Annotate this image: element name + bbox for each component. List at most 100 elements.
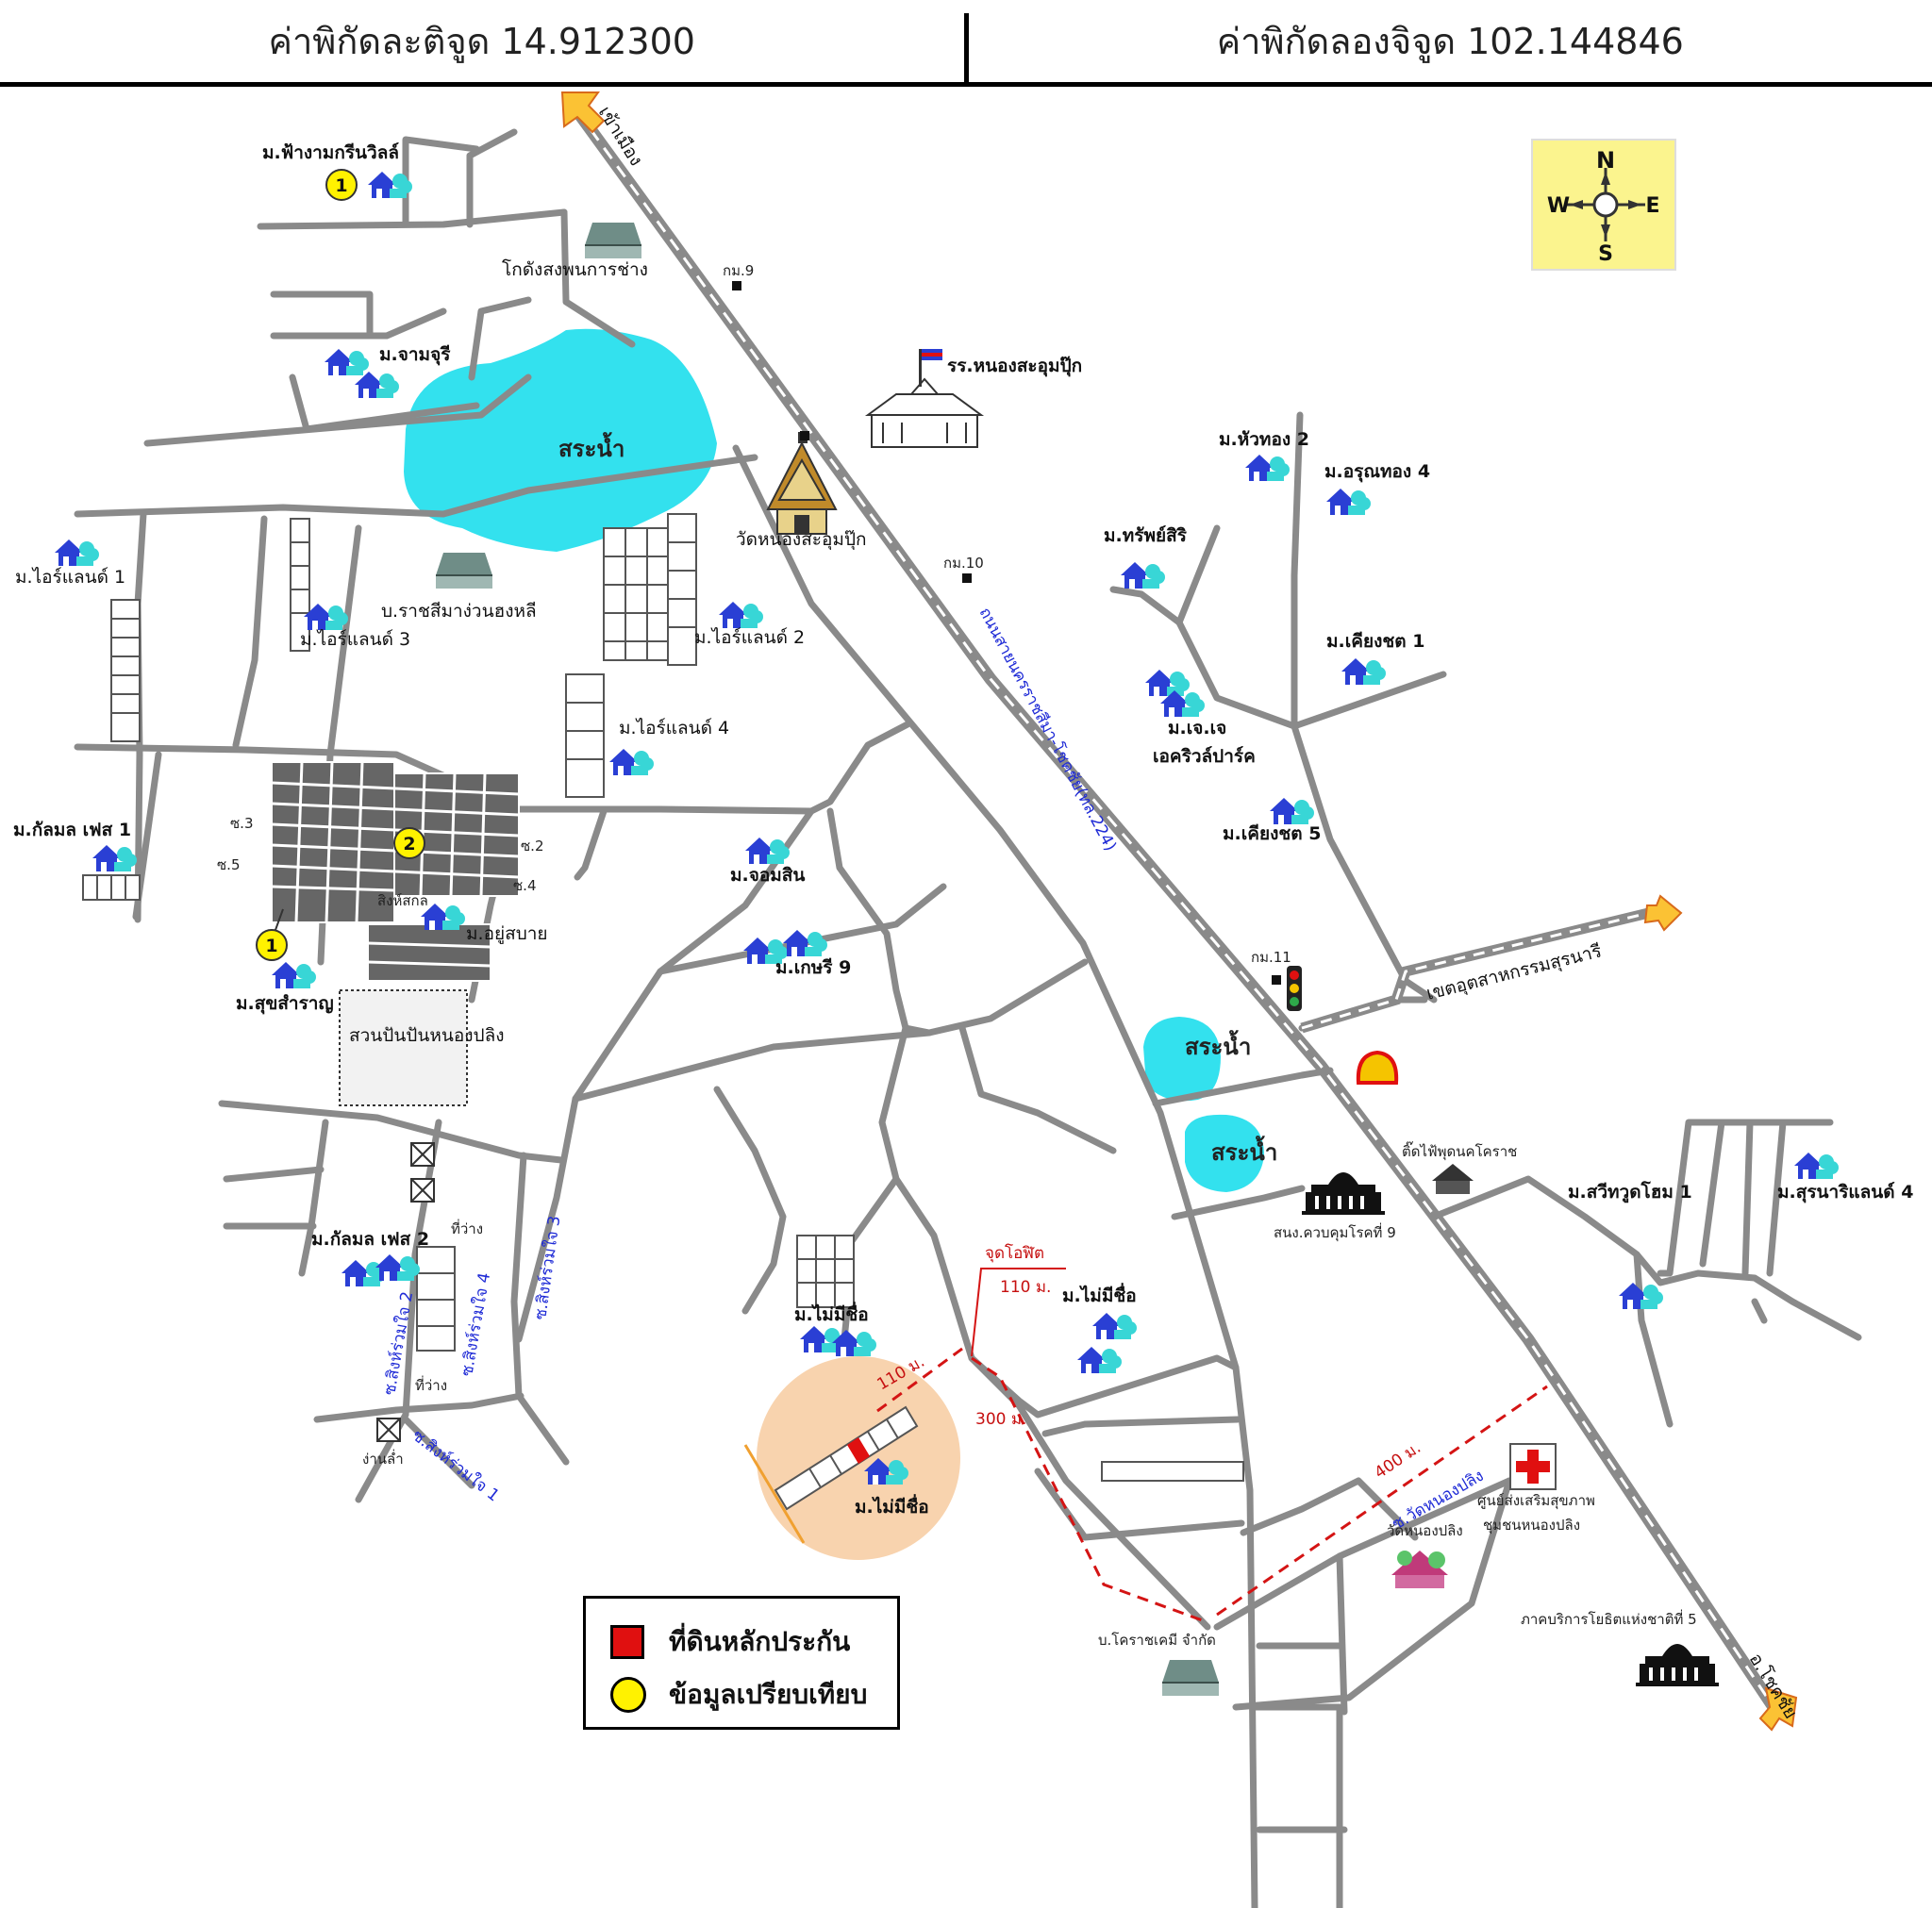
label-ratchasima: บ.ราชสีมาง่วนฮงหลี — [381, 601, 537, 622]
label-kittichot5: ม.เคียงชต 5 — [1223, 823, 1321, 844]
comparison-marker-1a: 1 — [325, 169, 358, 201]
label-sapsiri: ม.ทรัพย์สิริ — [1104, 525, 1188, 546]
label-yu-sabai: ม.อยู่สบาย — [466, 923, 548, 944]
arrow-industrial — [1643, 894, 1683, 932]
label-tudfah: ติ๊ดไฟ้พุดนคโคราช — [1402, 1141, 1517, 1161]
collateral-swatch — [610, 1625, 644, 1659]
comparison-marker-2: 2 — [393, 827, 425, 859]
svg-text:S: S — [1598, 242, 1613, 266]
label-park: สวนปันปันหนองปลิง — [349, 1025, 505, 1046]
wat-nongpling-icon — [1391, 1551, 1448, 1588]
label-hospital: สนง.ควบคุมโรคที่ 9 — [1274, 1222, 1396, 1242]
label-huathong2: ม.หัวทอง 2 — [1219, 429, 1309, 450]
header-divider — [963, 13, 969, 87]
arrow-to-chokchai — [1758, 1686, 1798, 1732]
label-health-center: ศูนย์ส่งเสริมสุขภาพ — [1477, 1492, 1595, 1510]
longitude-label: ค่าพิกัดลองจิจูด 102.144846 — [1216, 21, 1684, 62]
label-main-highway: ถนนสายนครราชสีมา-โชคชัย(ทล.224) — [975, 604, 1121, 854]
industrial-road — [1300, 904, 1662, 1034]
location-map: 1 2 1 N S W E ม.ฟ้างามกรีนวิลล์ โกดังสงพ… — [13, 91, 1913, 1908]
label-km11: กม.11 — [1251, 949, 1291, 966]
label-kasem2: ม.กัลมล เฟส 2 — [311, 1229, 429, 1250]
label-soi1-road: ซ.สิงห์ร่วมใจ 1 — [408, 1425, 504, 1505]
shell-station-icon — [1356, 1050, 1399, 1085]
svg-text:2: 2 — [403, 834, 415, 854]
label-iland2: ม.ไอร์แลนด์ 2 — [694, 627, 805, 648]
label-pond2: สระน้ำ — [1185, 1029, 1251, 1060]
label-kasem9: ม.เกษรี 9 — [775, 957, 851, 978]
label-kj2: เอคริวล์ปาร์ค — [1153, 746, 1256, 767]
school-building — [864, 349, 985, 448]
label-thiwang1: ที่ว่าง — [451, 1219, 483, 1237]
label-km10: กม.10 — [943, 555, 984, 572]
label-health-center2: ชุมชนหนองปลิง — [1483, 1517, 1580, 1535]
garage-building — [584, 222, 642, 259]
compass-rose: N S W E — [1531, 139, 1676, 271]
legend-comparison-label: ข้อมูลเปรียบเทียบ — [669, 1679, 868, 1710]
label-kittichot1: ม.เคียงชต 1 — [1326, 631, 1424, 652]
legend-comparison: ข้อมูลเปรียบเทียบ — [610, 1674, 867, 1716]
label-sukchamruen: ม.สุขสำราญ — [236, 993, 334, 1015]
subdivision-grids — [82, 513, 697, 901]
korat-co-building — [1161, 1659, 1220, 1697]
label-no-name2: ม.ไม่มีชื่อ — [1062, 1283, 1137, 1306]
svg-text:W: W — [1547, 194, 1570, 218]
hospital-icon — [1509, 1443, 1557, 1490]
label-korat-co: บ.โคราชเคมี จำกัด — [1098, 1632, 1216, 1649]
label-iland4: ม.ไอร์แลนด์ 4 — [619, 718, 729, 738]
traffic-light-icon — [1287, 966, 1302, 1011]
legend-collateral: ที่ดินหลักประกัน — [610, 1621, 850, 1663]
label-school: รร.หนองสะอุมปุ๊ก — [947, 356, 1082, 377]
park-area — [339, 989, 468, 1106]
label-pond3: สระน้ำ — [1211, 1135, 1277, 1166]
label-soi4-road: ซ.สิงห์ร่วมใจ 4 — [457, 1271, 494, 1378]
comparison-swatch — [610, 1677, 646, 1713]
svg-text:E: E — [1645, 194, 1659, 218]
label-jamjuree: ม.จามจุรี — [379, 344, 451, 366]
label-regional-office: ภาคบริการโยธิตแห่งชาติที่ 5 — [1521, 1609, 1697, 1628]
row-houses-west — [416, 1235, 1244, 1482]
map-legend: ที่ดินหลักประกัน ข้อมูลเปรียบเทียบ — [583, 1596, 900, 1730]
coordinate-header: ค่าพิกัดละติจูด 14.912300 ค่าพิกัดลองจิจ… — [0, 0, 1932, 87]
label-pond: สระน้ำ — [558, 431, 625, 462]
label-iland3: ม.ไอร์แลนด์ 3 — [300, 629, 410, 650]
regional-office-building — [1636, 1644, 1719, 1686]
comparison-marker-1b: 1 — [256, 929, 288, 961]
svg-text:1: 1 — [265, 936, 277, 956]
label-arunthong4: ม.อรุณทอง 4 — [1324, 461, 1430, 483]
label-temple: วัดหนองสะอุมปุ๊ก — [736, 529, 867, 551]
label-soi4: ซ.4 — [513, 877, 537, 894]
legend-collateral-label: ที่ดินหลักประกัน — [669, 1626, 851, 1657]
label-singsakit: สิงห์สกล — [377, 892, 428, 909]
svg-text:N: N — [1596, 147, 1615, 174]
distance-lines — [876, 1347, 1548, 1624]
label-d300: 300 ม. — [975, 1410, 1026, 1429]
label-kasem1: ม.กัลมล เฟส 1 — [13, 820, 131, 840]
label-no-name1: ม.ไม่มีชื่อ — [794, 1302, 869, 1325]
label-garage: โกดังสงพนการช่าง — [502, 258, 648, 280]
label-soi2: ซ.2 — [521, 838, 544, 854]
label-wat-nongpling: วัดหนองปลิง — [1387, 1522, 1463, 1539]
label-no-name3: ม.ไม่มีชื่อ — [855, 1494, 929, 1518]
factory-building — [435, 552, 493, 589]
label-soi3: ซ.3 — [230, 815, 254, 832]
label-soi5: ซ.5 — [217, 856, 241, 873]
svg-text:1: 1 — [335, 175, 347, 196]
label-surawan4: ม.สุรนาริแลนด์ 4 — [1777, 1182, 1913, 1203]
pond-east-2 — [1185, 1114, 1264, 1192]
pond-east-1 — [1143, 1017, 1221, 1102]
label-kudnam: จุดโอฬิต — [985, 1243, 1044, 1263]
disease-control-building — [1302, 1172, 1385, 1215]
label-iland1: ม.ไอร์แลนด์ 1 — [15, 567, 125, 588]
label-d110a: 110 ม. — [1000, 1278, 1051, 1297]
label-fahngam: ม.ฟ้างามกรีนวิลล์ — [262, 142, 399, 163]
collateral-subdivision — [743, 1405, 919, 1544]
pond-large — [404, 328, 717, 552]
collateral-parcel — [847, 1437, 870, 1464]
label-sweetwood: ม.สวีทวูดโฮม 1 — [1568, 1181, 1692, 1203]
km-markers — [732, 281, 1281, 985]
label-chomlom: ม.จอมสิน — [730, 865, 805, 886]
label-kj: ม.เจ.เจ — [1168, 718, 1226, 738]
label-km9: กม.9 — [723, 262, 754, 279]
tudfah-building — [1432, 1164, 1474, 1194]
